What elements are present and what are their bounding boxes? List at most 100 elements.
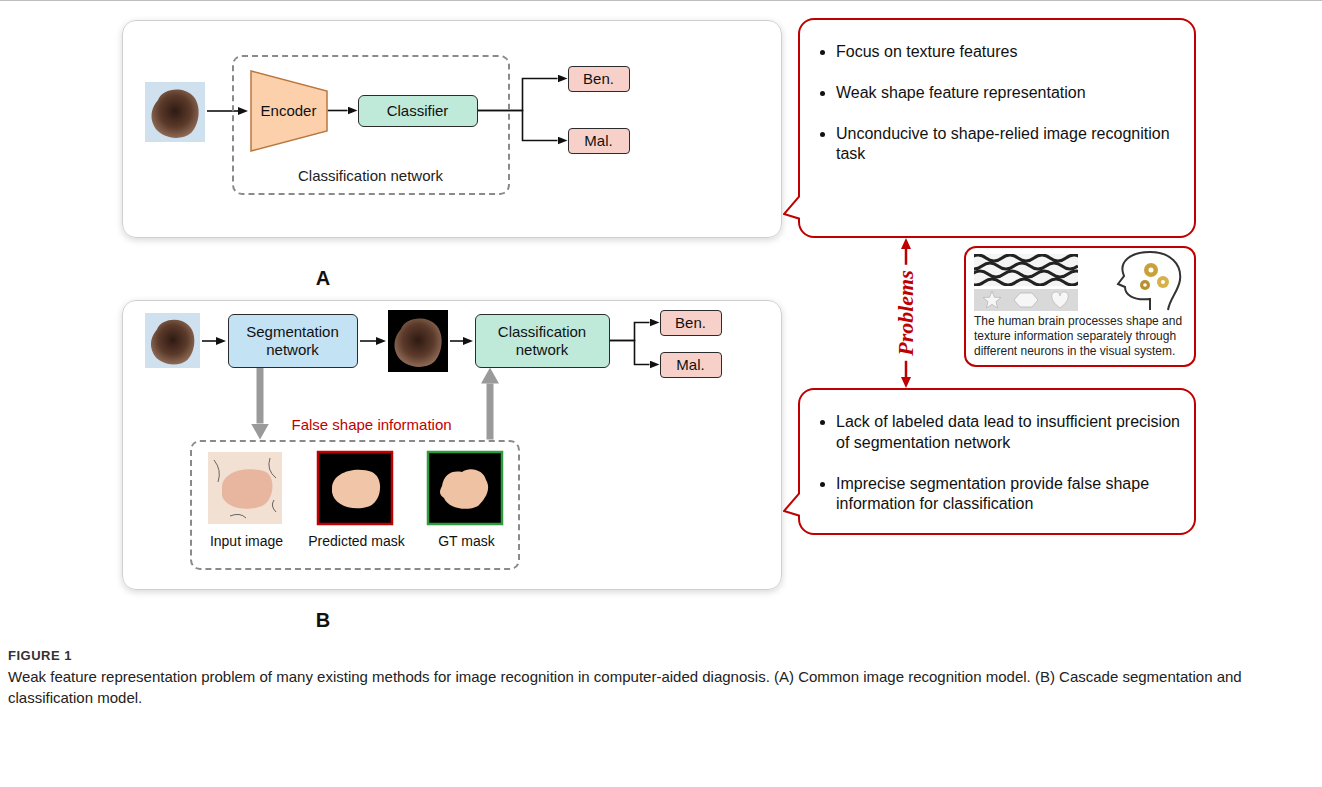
box-label: Encoder <box>261 102 317 119</box>
panel-frame: AClassification networkEncoderClassifier… <box>122 20 782 238</box>
brain-head-icon <box>1144 263 1158 277</box>
image-caption: GT mask <box>438 533 495 549</box>
ground-truth-mask <box>440 469 488 509</box>
panel-letter: B <box>316 609 330 631</box>
connector-arrow <box>328 110 348 112</box>
note-text: The human brain processes shape and text… <box>974 314 1188 359</box>
connector-arrow <box>905 249 908 377</box>
input-photo <box>222 469 272 508</box>
bullet-item: Focus on texture features <box>836 42 1180 63</box>
callout-tail <box>784 195 800 219</box>
lesion-photo <box>151 320 194 365</box>
box-label: Ben. <box>583 70 614 88</box>
network-group: Classification network Encoder Classifier <box>232 55 510 195</box>
segmented-lesion <box>388 310 448 372</box>
lesion-photo <box>145 82 205 142</box>
figure-caption: Weak feature representation problem of m… <box>8 666 1308 708</box>
input-photo <box>208 452 282 524</box>
encoder-trapezoid <box>251 71 327 151</box>
texture-pattern <box>974 255 1078 261</box>
output-box: Ben. <box>660 310 722 336</box>
texture-pattern <box>974 263 1078 269</box>
lesion-photo <box>145 313 200 368</box>
brain-head-icon <box>1118 252 1180 310</box>
box-label: Classifier <box>387 102 449 120</box>
ground-truth-mask <box>428 452 502 524</box>
shape-samples <box>1052 292 1069 308</box>
lesion-photo <box>145 313 200 368</box>
predicted-mask <box>318 452 392 524</box>
flow-arrow <box>360 340 376 342</box>
texture-pattern <box>974 279 1078 285</box>
problem-callout: Lack of labeled data lead to insufficien… <box>798 388 1196 535</box>
segmented-lesion <box>388 310 448 372</box>
classification-box: Classification network <box>475 314 610 368</box>
group-label: Classification network <box>234 167 508 185</box>
mask-group: False shape informationInput imagePredic… <box>190 440 520 570</box>
bullet-list: Lack of labeled data lead to insufficien… <box>800 390 1194 533</box>
shape-samples <box>1014 293 1038 307</box>
segmented-lesion <box>394 318 441 366</box>
warning-label: False shape information <box>292 416 452 433</box>
edge-label: Problems <box>891 265 920 361</box>
brain-head-icon <box>1118 252 1180 310</box>
connector-arrow <box>487 384 494 440</box>
box-label: Ben. <box>675 314 706 332</box>
input-photo <box>208 452 282 524</box>
connector-arrow <box>610 323 650 341</box>
connector-arrow <box>257 368 264 424</box>
shape-samples <box>974 289 1078 311</box>
panel-frame: BSegmentation networkClassification netw… <box>122 300 782 590</box>
image-caption: GT mask <box>412 532 522 550</box>
connector-arrow <box>610 341 650 365</box>
texture-pattern <box>974 254 1078 286</box>
callout-tail <box>783 194 800 220</box>
brain-head-icon <box>1149 268 1154 273</box>
box-label: Mal. <box>676 356 704 374</box>
lesion-photo <box>145 82 205 142</box>
bullet-item: Lack of labeled data lead to insufficien… <box>836 412 1180 454</box>
panel-letter: A <box>316 267 330 289</box>
warning-label: False shape information <box>292 416 452 434</box>
panel-letter: A <box>313 267 333 290</box>
figure-caption: Weak feature representation problem of m… <box>8 666 1308 708</box>
shape-samples <box>983 291 1001 308</box>
brain-head-icon <box>1143 283 1147 287</box>
connector-arrow <box>478 79 558 111</box>
encoder-block: Encoder <box>250 70 328 152</box>
output-box: Mal. <box>660 352 722 378</box>
callout-tail <box>784 492 800 516</box>
brain-note-box: The human brain processes shape and text… <box>964 246 1196 367</box>
group-label: Classification network <box>298 167 443 184</box>
box-label: Mal. <box>584 132 612 150</box>
image-caption: Input image <box>192 532 302 550</box>
shape-samples <box>974 289 1078 311</box>
ground-truth-mask <box>428 452 502 524</box>
figure-title: FIGURE 1 <box>8 646 72 664</box>
panel-letter: B <box>313 609 333 632</box>
page-rule <box>0 0 1322 1</box>
flow-arrow <box>202 340 216 342</box>
flow-arrow <box>450 340 463 342</box>
callout-tail <box>783 491 800 517</box>
segmentation-box: Segmentation network <box>228 314 358 368</box>
edge-label: Problems <box>893 265 919 361</box>
box-label: Segmentation network <box>235 323 351 359</box>
predicted-mask <box>332 470 380 509</box>
connector-arrow <box>478 111 558 141</box>
lesion-photo <box>151 89 198 137</box>
figure-title: FIGURE 1 <box>8 648 72 663</box>
brain-head-icon <box>1140 280 1150 290</box>
problem-callout: Focus on texture featuresWeak shape feat… <box>798 18 1196 238</box>
classifier-box: Classifier <box>358 95 478 127</box>
box-label: Classification network <box>482 323 603 359</box>
bullet-item: Imprecise segmentation provide false sha… <box>836 474 1180 516</box>
output-box: Mal. <box>568 128 630 154</box>
brain-head-icon <box>1161 280 1165 284</box>
bullet-item: Unconducive to shape-relied image recogn… <box>836 124 1180 166</box>
texture-pattern <box>974 271 1078 277</box>
bullet-item: Weak shape feature representation <box>836 83 1180 104</box>
predicted-mask <box>318 452 392 524</box>
output-box: Ben. <box>568 66 630 92</box>
image-caption: Predicted mask <box>302 532 412 550</box>
